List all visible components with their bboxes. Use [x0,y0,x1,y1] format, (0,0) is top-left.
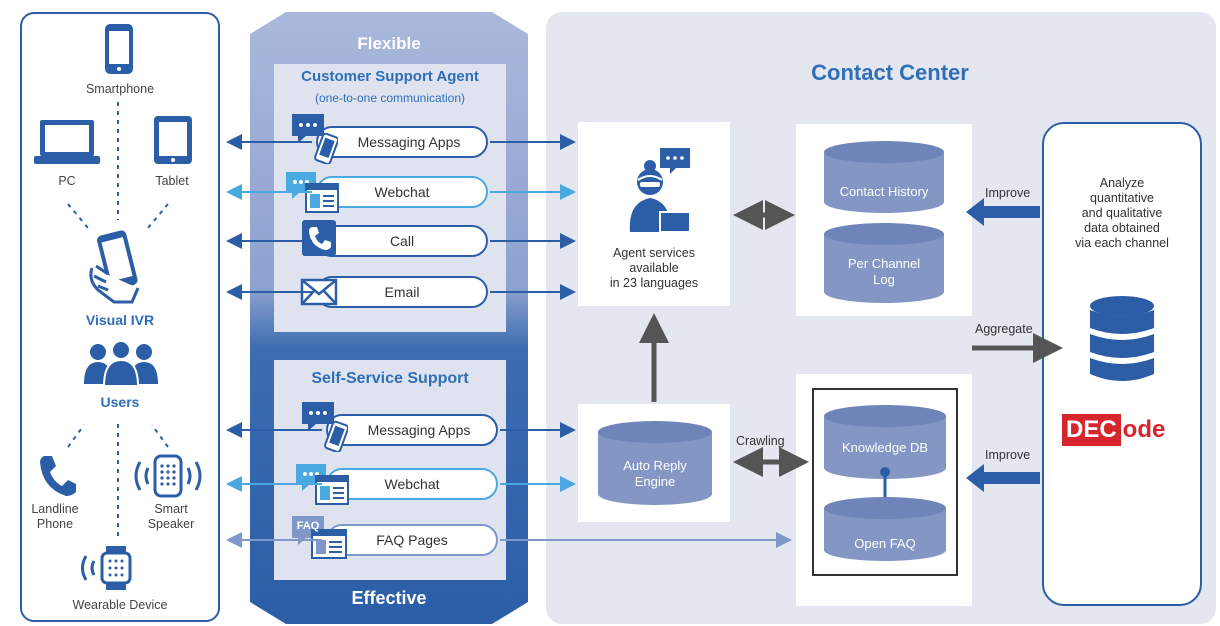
improve-bottom-label: Improve [985,448,1031,462]
smartphone-icon [105,24,133,74]
landline-phone-label: Landline Phone [31,502,79,531]
wearable-device-label: Wearable Device [72,598,168,612]
decode-logo-boxed: DEC [1062,414,1121,446]
wearable-device-icon [81,546,132,590]
channel-faq-pages: FAQ Pages [326,524,498,556]
channel-label: Messaging Apps [357,134,461,150]
faq-icon [292,516,347,559]
landline-phone-icon [40,456,76,496]
users-label: Users [100,394,140,410]
channel-label: Email [384,284,420,300]
faq-badge-text: FAQ [296,520,320,532]
email-icon [300,278,338,306]
visual-ivr-label: Visual IVR [85,312,155,328]
smartphone-label: Smartphone [85,82,155,96]
channel-call-agent: Call [316,225,488,257]
channel-messaging-apps-self: Messaging Apps [326,414,498,446]
channel-label: FAQ Pages [376,532,448,548]
crawling-label: Crawling [736,434,785,448]
webchat-icon [286,172,339,213]
messaging-apps-icon [302,402,348,452]
devices-panel [20,12,220,622]
contact-history-label: Contact History [839,184,929,199]
agent-section-title: Customer Support Agent [301,68,479,85]
channel-webchat-agent: Webchat [316,176,488,208]
auto-reply-label: Auto Reply Engine [623,458,687,489]
self-section-title: Self-Service Support [311,370,469,387]
band-top-label: Flexible [357,34,421,53]
contact-center-title: Contact Center [811,60,969,85]
devices-connectors [67,102,169,540]
webchat-icon [296,464,349,505]
contact-history-cylinder [824,141,944,213]
smart-speaker-icon [134,454,202,498]
improve-top-label: Improve [985,186,1031,200]
pc-label: PC [58,174,76,188]
agent-section-subtitle: (one-to-one communication) [314,91,466,105]
call-icon [302,220,336,256]
decode-logo: DEC ode [1062,414,1165,446]
decode-logo-rest: ode [1122,416,1166,443]
aggregate-label: Aggregate [975,322,1033,336]
channel-email-agent: Email [316,276,488,308]
tablet-icon [154,116,192,164]
messaging-apps-icon [292,114,338,164]
users-icon [84,340,158,386]
open-faq-label: Open FAQ [854,536,916,551]
channel-webchat-self: Webchat [326,468,498,500]
tablet-label: Tablet [155,174,189,188]
auto-reply-cylinder [598,421,712,505]
agent-services-text: Agent services available in 23 languages [609,246,699,290]
analyze-text: Analyze quantitative and qualitative dat… [1075,176,1169,250]
knowledge-faq-diagram [824,405,946,561]
hand-phone-icon [89,230,140,304]
smart-speaker-label: Smart Speaker [147,502,195,531]
channel-label: Call [389,233,415,249]
knowledge-db-label: Knowledge DB [842,440,928,455]
band-bottom-label: Effective [351,588,427,608]
pc-icon [34,120,100,164]
knowledge-frame [812,388,958,576]
per-channel-log-label: Per Channel Log [847,256,921,287]
per-channel-log-cylinder [824,223,944,303]
analytics-database-icon [1090,296,1154,381]
channel-messaging-apps-agent: Messaging Apps [316,126,488,158]
channel-label: Webchat [384,476,440,492]
channel-label: Webchat [374,184,430,200]
channel-label: Messaging Apps [367,422,471,438]
agent-operator-icon [629,148,691,233]
